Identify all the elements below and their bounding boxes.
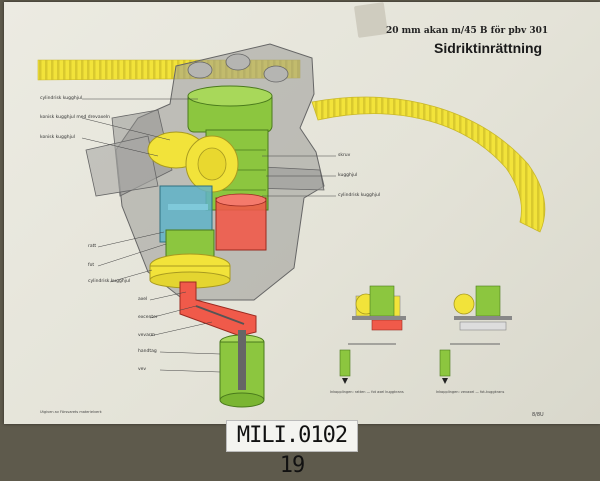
red-crank-arm [179,281,257,337]
label-left-11: vev [138,367,147,372]
green-handle [219,330,265,408]
label-right-1: skruv [338,153,351,158]
yellow-worm-gear [147,131,239,193]
label-left-3: konisk kugghjul [40,135,75,140]
right-leader-lines [262,155,336,197]
poster-title: Sidriktinrättning [434,40,543,56]
lower-green-gear [165,229,215,257]
schematic-right [439,285,512,384]
left-leader-lines [81,98,221,373]
label-right-2: kugghjul [338,173,358,178]
poster-subtitle: 20 mm akan m/45 B för pbv 301 [386,26,549,36]
page-number: 8/8U [532,412,544,418]
mechanism-illustration [37,43,546,408]
label-left-7: axel [138,297,148,302]
label-left-10: handtag [138,349,157,354]
label-left-1: cylindrisk kugghjul [40,96,83,101]
schematic-left [339,285,406,384]
footer-text: Utgiven av Försvarets materielverk [40,410,102,414]
label-left-5: fot [88,263,95,268]
caption-schematic-right: Inkopplingen: vevaxel — fot-kuggkrans [436,390,505,394]
ring-gear [311,96,546,233]
label-left-2: konisk kugghjul med drevaxeln [40,115,110,120]
label-left-8: excenter [138,315,158,320]
label-left-9: vevarm [138,333,156,338]
label-left-6: cylindrisk kugghjul [88,279,131,284]
catalog-tag: MILI.0102 19 [226,420,358,478]
red-gear [215,193,267,251]
label-left-4: ratt [88,244,97,249]
lower-yellow-gear [149,253,231,289]
caption-schematic-left: Inkopplingen: ratten — fot axel kuggkran… [330,390,404,394]
label-right-3: cylindrisk kugghjul [338,193,381,198]
